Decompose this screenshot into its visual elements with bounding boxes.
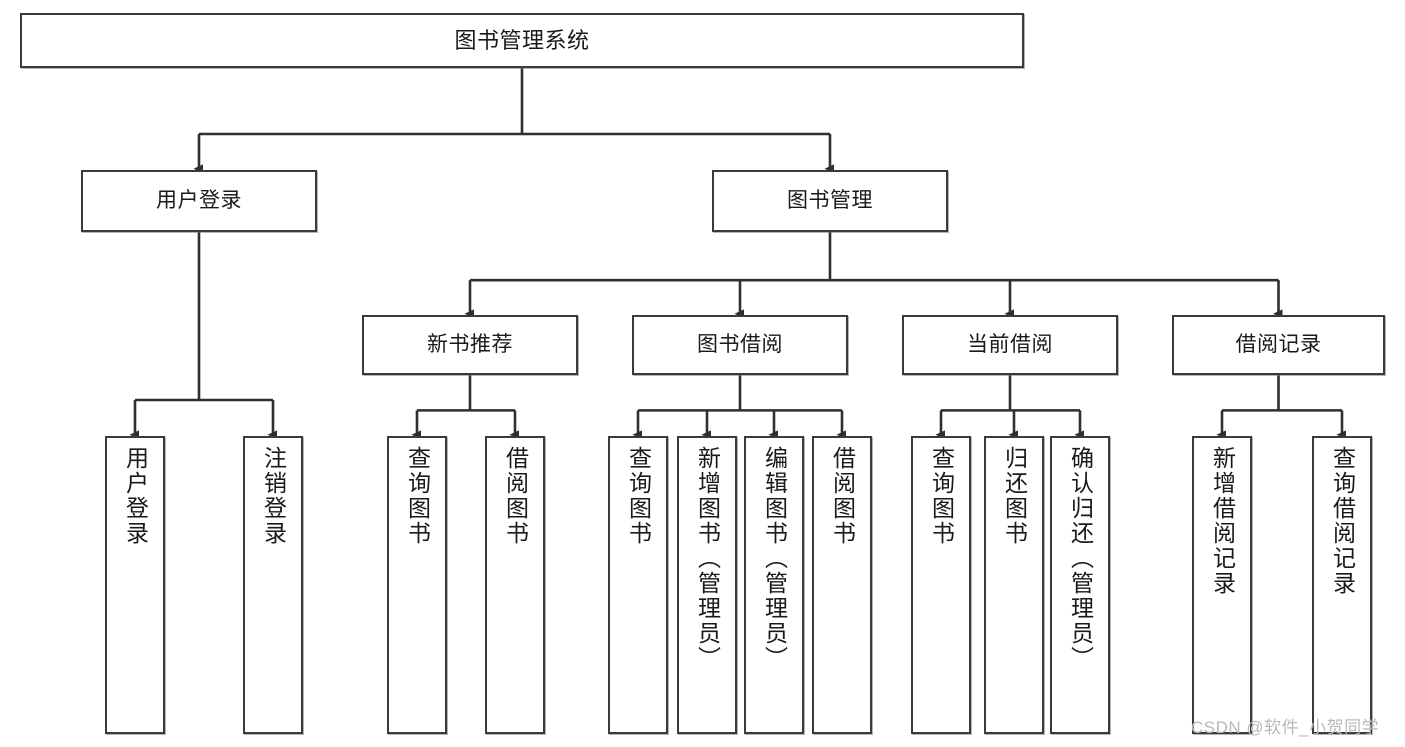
node-leaf1[interactable]: 用户登录 <box>105 436 165 734</box>
node-label: 用户登录 <box>122 446 149 546</box>
node-label: 查询图书 <box>928 446 955 546</box>
node-label: 当前借阅 <box>967 332 1053 356</box>
node-leaf5[interactable]: 查询图书 <box>608 436 668 734</box>
node-leaf9[interactable]: 查询图书 <box>911 436 971 734</box>
node-leaf2[interactable]: 注销登录 <box>243 436 303 734</box>
node-borrow[interactable]: 图书借阅 <box>632 315 848 375</box>
node-login[interactable]: 用户登录 <box>81 170 317 232</box>
node-current[interactable]: 当前借阅 <box>902 315 1118 375</box>
watermark-label: CSDN @软件_小贺同学 <box>1191 718 1380 737</box>
node-newbooks[interactable]: 新书推荐 <box>362 315 578 375</box>
node-leaf7[interactable]: 编辑图书（管理员） <box>744 436 804 734</box>
node-label: 新书推荐 <box>427 332 513 356</box>
node-label: 查询图书 <box>625 446 652 546</box>
node-leaf12[interactable]: 新增借阅记录 <box>1192 436 1252 734</box>
node-label: 借阅图书 <box>502 446 529 546</box>
node-label: 编辑图书（管理员） <box>761 446 788 671</box>
node-label: 借阅记录 <box>1235 332 1322 356</box>
node-records[interactable]: 借阅记录 <box>1172 315 1385 375</box>
node-leaf11[interactable]: 确认归还（管理员） <box>1050 436 1110 734</box>
node-label: 查询图书 <box>404 446 431 546</box>
node-label: 查询借阅记录 <box>1329 446 1356 596</box>
node-label: 借阅图书 <box>829 446 856 546</box>
node-leaf10[interactable]: 归还图书 <box>984 436 1044 734</box>
node-bookmgmt[interactable]: 图书管理 <box>712 170 948 232</box>
node-label: 新增图书（管理员） <box>694 446 721 671</box>
node-label: 图书借阅 <box>697 332 783 356</box>
node-leaf4[interactable]: 借阅图书 <box>485 436 545 734</box>
node-label: 确认归还（管理员） <box>1067 446 1094 671</box>
node-leaf13[interactable]: 查询借阅记录 <box>1312 436 1372 734</box>
node-leaf8[interactable]: 借阅图书 <box>812 436 872 734</box>
node-leaf6[interactable]: 新增图书（管理员） <box>677 436 737 734</box>
node-label: 新增借阅记录 <box>1209 446 1236 596</box>
node-label: 图书管理 <box>787 188 873 212</box>
node-root[interactable]: 图书管理系统 <box>20 13 1024 68</box>
node-label: 图书管理系统 <box>454 27 590 53</box>
node-label: 注销登录 <box>260 446 287 546</box>
node-label: 用户登录 <box>156 188 242 212</box>
node-leaf3[interactable]: 查询图书 <box>387 436 447 734</box>
node-label: 归还图书 <box>1001 446 1028 546</box>
